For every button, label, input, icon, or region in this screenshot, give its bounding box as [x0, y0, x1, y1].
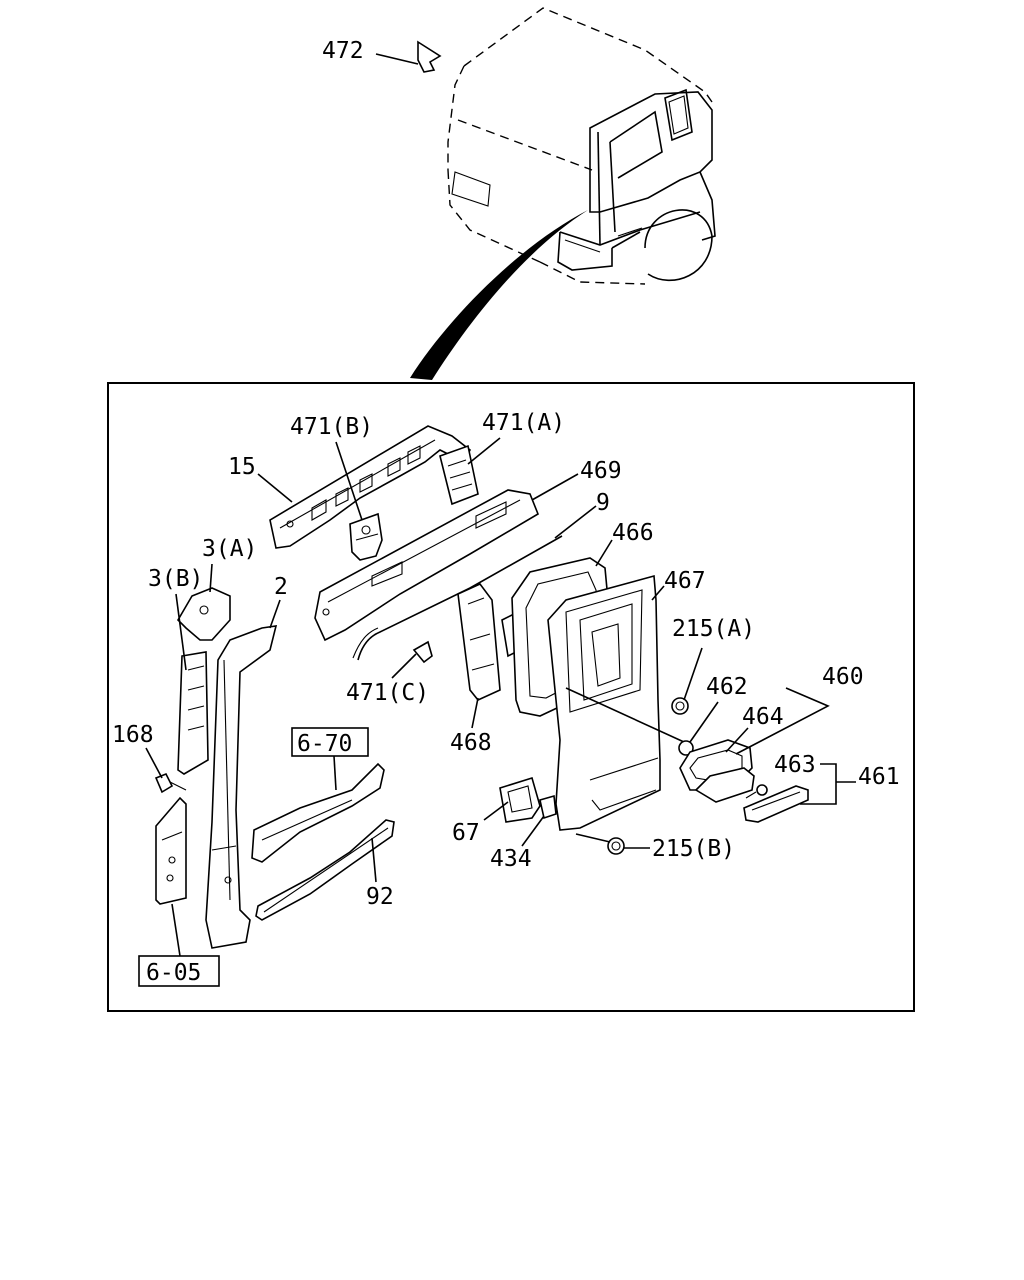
- part-floor-member-6-70: [251, 762, 385, 863]
- part-67-bracket: [499, 776, 541, 823]
- label-471a: 471(A): [482, 410, 565, 436]
- part-472-clip: [417, 40, 442, 73]
- label-3a: 3(A): [202, 536, 257, 562]
- part-469-header-panel: [314, 489, 539, 642]
- label-467: 467: [664, 568, 706, 594]
- label-15: 15: [228, 454, 256, 480]
- part-lower-pillar-6-05: [155, 796, 187, 905]
- label-460: 460: [822, 664, 864, 690]
- label-469: 469: [580, 458, 622, 484]
- part-461-side-lamp: [743, 785, 809, 823]
- label-463: 463: [774, 752, 816, 778]
- part-468-center-pillar: [457, 583, 521, 701]
- part-471c-clip: [412, 640, 433, 664]
- part-463-screw: [745, 784, 768, 799]
- part-215b-nut: [607, 837, 625, 855]
- label-9: 9: [596, 490, 610, 516]
- part-9-weatherstrip: [352, 535, 563, 661]
- ref-box-6-70: [291, 727, 369, 757]
- label-2: 2: [274, 574, 288, 600]
- label-471b: 471(B): [290, 414, 373, 440]
- part-3a-pillar-top: [176, 587, 231, 641]
- label-92: 92: [366, 884, 394, 910]
- label-461: 461: [858, 764, 900, 790]
- label-3b: 3(B): [148, 566, 203, 592]
- detail-frame: [107, 382, 915, 1012]
- part-92-sill: [255, 819, 395, 921]
- part-215a-nut: [671, 697, 689, 715]
- label-67: 67: [452, 820, 480, 846]
- label-215b: 215(B): [652, 836, 735, 862]
- label-471c: 471(C): [346, 680, 429, 706]
- label-434: 434: [490, 846, 532, 872]
- part-467-side-outer-panel: [547, 574, 661, 831]
- part-464-gasket: [679, 739, 755, 803]
- part-471a-bracket: [439, 444, 479, 506]
- label-464: 464: [742, 704, 784, 730]
- part-15-roof-rail: [269, 425, 472, 549]
- label-472: 472: [322, 38, 364, 64]
- label-468: 468: [450, 730, 492, 756]
- part-2-front-pillar: [205, 625, 278, 949]
- ref-box-6-05: [138, 955, 220, 987]
- part-3b-pillar-reinforce: [177, 651, 209, 775]
- label-6-05: 6-05: [146, 960, 201, 986]
- label-215a: 215(A): [672, 616, 755, 642]
- part-168-bolt: [154, 772, 187, 794]
- label-6-70: 6-70: [297, 731, 352, 757]
- label-466: 466: [612, 520, 654, 546]
- truck-cab-overview: [410, 7, 716, 380]
- part-471b-bracket: [349, 512, 383, 561]
- part-434-clip: [539, 794, 557, 820]
- label-462: 462: [706, 674, 748, 700]
- label-168: 168: [112, 722, 154, 748]
